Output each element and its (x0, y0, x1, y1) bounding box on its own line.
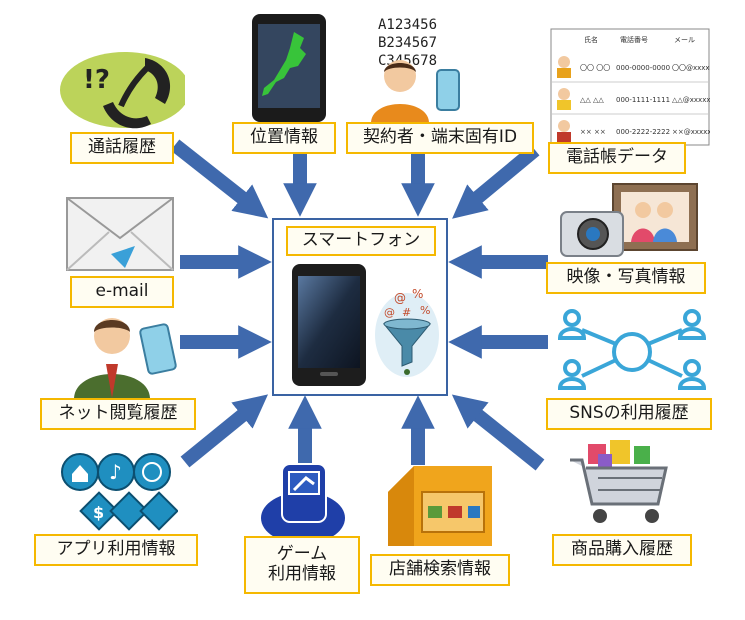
smartphone-icon (292, 264, 366, 386)
phonebook-row2-mail: △△@xxxxx (672, 96, 710, 104)
storefront-icon (388, 466, 492, 546)
sns-network-icon (557, 309, 707, 390)
phonebook-row2-phone: 000-1111-1111 (616, 96, 670, 104)
phonebook-row3-name: ×× ×× (580, 128, 606, 136)
envelope-icon (66, 197, 174, 271)
phonebook-row3-mail: ××@xxxxx (672, 128, 710, 136)
center-title: スマートフォン (286, 226, 436, 256)
app-icons-cluster: ♪ $ (61, 453, 178, 531)
label-game-line2: 利用情報 (268, 564, 336, 584)
svg-text:!?: !? (83, 65, 110, 95)
game-controller-icon (261, 463, 345, 544)
phonebook-header-name: 氏名 (584, 35, 598, 44)
camera-photo-icon (560, 183, 698, 257)
arrow-call (170, 139, 269, 219)
person-with-phone-icon (371, 60, 460, 122)
svg-text:$: $ (93, 503, 104, 522)
label-location: 位置情報 (232, 122, 336, 154)
phonebook-header-mail: メール (674, 36, 695, 44)
businessman-with-phone-icon (74, 318, 177, 398)
label-subscriber: 契約者・端末固有ID (346, 122, 534, 154)
location-phone-icon (252, 14, 326, 122)
arrow-phonebook (452, 144, 540, 219)
phonebook-row1-phone: 000-0000-0000 (616, 64, 670, 72)
label-sns: SNSの利用履歴 (546, 398, 712, 430)
svg-text:♪: ♪ (109, 460, 122, 484)
label-phonebook: 電話帳データ (548, 142, 686, 174)
arrow-app (180, 394, 269, 468)
svg-text:@: @ (394, 291, 406, 305)
funnel-icon: @ % @ # % (375, 287, 439, 377)
phonebook-row3-phone: 000-2222-2222 (616, 128, 670, 136)
label-purchase: 商品購入履歴 (552, 534, 692, 566)
phonebook-header-phone: 電話番号 (620, 35, 648, 44)
phonebook-row2-name: △△ △△ (580, 96, 604, 104)
label-app: アプリ利用情報 (34, 534, 198, 566)
device-id-line-2: B234567 (378, 35, 438, 51)
device-id-line-1: A123456 (378, 17, 438, 33)
label-email: e-mail (70, 276, 174, 308)
label-netbrowse: ネット閲覧履歴 (40, 398, 196, 430)
phonebook-card: 氏名 電話番号 メール 〇〇 〇〇 000-0000-0000 〇〇@xxxxx… (550, 28, 710, 146)
phonebook-row1-name: 〇〇 〇〇 (580, 64, 610, 72)
svg-text:#: # (402, 306, 411, 319)
svg-text:%: % (412, 287, 423, 301)
label-photo: 映像・写真情報 (546, 262, 706, 294)
arrow-purchase (451, 394, 545, 471)
svg-text:%: % (420, 304, 430, 317)
shopping-cart-icon (570, 440, 668, 523)
label-store: 店舗検索情報 (370, 554, 510, 586)
phone-handset-icon: !? (60, 52, 185, 129)
svg-text:@: @ (384, 306, 395, 319)
phonebook-row1-mail: 〇〇@xxxxx (672, 64, 710, 72)
label-game: ゲーム 利用情報 (244, 536, 360, 594)
label-game-line1: ゲーム (276, 544, 328, 565)
label-call: 通話履歴 (70, 132, 174, 164)
